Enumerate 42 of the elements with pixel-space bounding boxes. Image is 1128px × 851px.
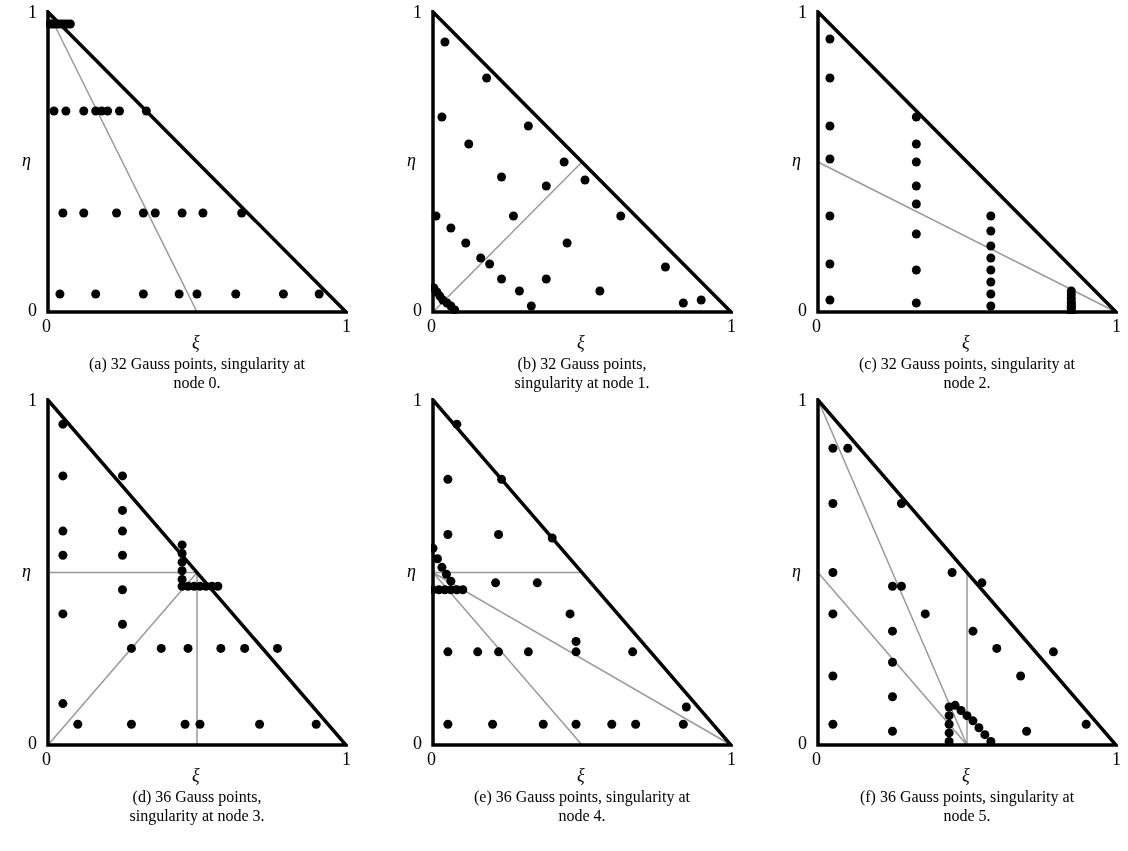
axis-label: η (792, 560, 801, 581)
tick-label: 0 (28, 300, 37, 320)
tick-label: 1 (28, 390, 37, 410)
tick-label: 1 (413, 2, 422, 22)
tick-label: 0 (798, 300, 807, 320)
tick-label: 1 (1112, 749, 1121, 769)
tick-label: 0 (42, 749, 51, 769)
tick-label: 0 (812, 749, 821, 769)
tick-label: 0 (413, 733, 422, 753)
tick-label: 1 (798, 2, 807, 22)
axis-label: ξ (577, 765, 585, 785)
tick-label: 1 (798, 390, 807, 410)
axis-label: η (407, 560, 416, 581)
tick-label: 1 (342, 316, 351, 336)
tick-label: 1 (28, 2, 37, 22)
figure-caption: (d) 36 Gauss points, singularity at node 3. (128, 787, 266, 825)
axis-label: ξ (192, 332, 200, 352)
figure-caption: (b) 32 Gauss points, singularity at node 1. (513, 354, 651, 392)
axis-label: ξ (192, 765, 200, 785)
figure-caption: (e) 36 Gauss points, singularity at node 4. (473, 787, 691, 825)
tick-label: 0 (413, 300, 422, 320)
axis-label: η (407, 150, 416, 170)
tick-label: 1 (727, 749, 736, 769)
axis-label: η (22, 560, 31, 581)
axis-label: ξ (577, 332, 585, 352)
tick-label: 1 (727, 316, 736, 336)
tick-label: 0 (28, 733, 37, 753)
axis-label: ξ (962, 332, 970, 352)
tick-label: 1 (1112, 316, 1121, 336)
figure-caption: (a) 32 Gauss points, singularity at node 0. (88, 354, 306, 392)
tick-label: 0 (798, 733, 807, 753)
tick-label: 0 (427, 316, 436, 336)
figure-caption: (f) 36 Gauss points, singularity at node 5. (858, 787, 1076, 825)
axis-label: η (22, 150, 31, 170)
tick-label: 0 (42, 316, 51, 336)
tick-label: 0 (427, 749, 436, 769)
tick-label: 0 (812, 316, 821, 336)
tick-label: 1 (413, 390, 422, 410)
figure-caption: (c) 32 Gauss points, singularity at node 2. (858, 354, 1076, 392)
tick-label: 1 (342, 749, 351, 769)
axis-label: ξ (962, 765, 970, 785)
axis-label: η (792, 150, 801, 170)
